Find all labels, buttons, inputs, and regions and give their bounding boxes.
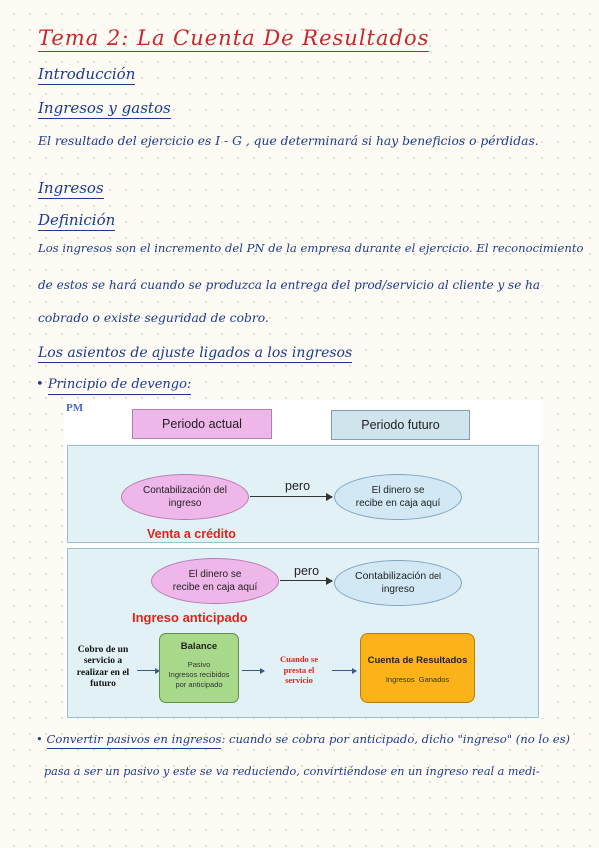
convertir-label: Convertir pasivos en ingresos bbox=[46, 732, 222, 749]
cuenta-resultados-title: Cuenta de Resultados bbox=[367, 655, 468, 666]
ellipse-text: Contabilización del bbox=[355, 570, 441, 584]
ellipse-text: ingreso bbox=[381, 584, 415, 596]
pero-label: pero bbox=[285, 479, 311, 493]
ingresos-ganados-text: Ingresos Ganados bbox=[385, 675, 450, 684]
convertir-line-2: pasa a ser un pasivo y este se va reduci… bbox=[44, 765, 540, 778]
heading-ingresos: Ingresos bbox=[38, 179, 104, 199]
flow-arrow bbox=[332, 667, 357, 675]
balance-lines: Pasivo Ingresos recibidos por anticipado bbox=[160, 660, 238, 689]
heading-asientos: Los asientos de ajuste ligados a los ing… bbox=[38, 345, 353, 363]
dinero-caja-ellipse: El dinero se recibe en caja aquí bbox=[151, 558, 279, 604]
page-title: Tema 2: La Cuenta De Resultados bbox=[38, 26, 430, 52]
paragraph-resultado: El resultado del ejercicio es I - G , qu… bbox=[38, 134, 539, 148]
cobro-line: realizar en el bbox=[76, 667, 130, 678]
periodo-actual-box: Periodo actual bbox=[132, 409, 272, 439]
balance-title: Balance bbox=[180, 641, 218, 652]
ellipse-text-small: del bbox=[428, 570, 441, 581]
definition-line-1: Los ingresos son el incremento del PN de… bbox=[38, 241, 584, 255]
heading-introduccion: Introducción bbox=[38, 65, 136, 85]
ellipse-text: recibe en caja aquí bbox=[355, 498, 441, 509]
convertir-text: : cuando se cobra por anticipado, dicho … bbox=[221, 732, 571, 746]
balance-line: Pasivo bbox=[187, 660, 211, 669]
heading-ingresos-gastos: Ingresos y gastos bbox=[38, 99, 171, 119]
devengo-diagram: PM Periodo actual Periodo futuro Contabi… bbox=[64, 400, 543, 718]
bullet-dot: • bbox=[36, 732, 47, 746]
ellipse-text: ingreso bbox=[168, 498, 202, 509]
pero-arrow bbox=[250, 491, 333, 502]
ellipse-text: Contabilización del bbox=[143, 485, 227, 496]
ellipse-text: El dinero se bbox=[188, 569, 242, 580]
cuando-line: servicio bbox=[285, 675, 313, 686]
cobro-servicio-text: Cobro de un servicio a realizar en el fu… bbox=[70, 645, 136, 691]
ellipse-text-main: Contabilización bbox=[354, 569, 427, 582]
cobro-line: futuro bbox=[90, 679, 116, 690]
bullet-convertir: • Convertir pasivos en ingresos: cuando … bbox=[36, 732, 571, 749]
pm-label: PM bbox=[66, 402, 84, 414]
cuando-presta-text: Cuando se presta el servicio bbox=[269, 654, 329, 686]
balance-line: por anticipado bbox=[175, 679, 223, 689]
cobro-line: Cobro de un bbox=[77, 645, 129, 655]
bullet-devengo-label: Principio de devengo: bbox=[47, 377, 192, 395]
pero-arrow bbox=[280, 575, 333, 586]
cuando-line: Cuando se bbox=[279, 654, 319, 664]
cuenta-resultados-box: Cuenta de Resultados Ingresos Ganados bbox=[360, 633, 475, 703]
balance-box: Balance Pasivo Ingresos recibidos por an… bbox=[159, 633, 239, 703]
contabilizacion-ingreso-ellipse: Contabilización del ingreso bbox=[121, 474, 249, 520]
bullet-dot: • bbox=[36, 377, 48, 392]
bullet-devengo: • Principio de devengo: bbox=[36, 377, 192, 395]
cobro-line: servicio a bbox=[83, 656, 123, 667]
ellipse-text: recibe en caja aquí bbox=[172, 582, 258, 593]
dinero-caja-ellipse: El dinero se recibe en caja aquí bbox=[334, 474, 462, 520]
venta-credito-label: Venta a crédito bbox=[147, 527, 236, 541]
definition-line-2: de estos se hará cuando se produzca la e… bbox=[38, 278, 541, 292]
balance-line: Ingresos recibidos bbox=[168, 669, 230, 679]
pero-label: pero bbox=[294, 564, 320, 578]
periodo-futuro-box: Periodo futuro bbox=[331, 410, 470, 440]
flow-arrow bbox=[137, 667, 160, 675]
contabilizacion-ingreso-ellipse: Contabilización del ingreso bbox=[334, 560, 462, 606]
ellipse-text: El dinero se bbox=[371, 485, 425, 496]
cuando-line: presta el bbox=[283, 664, 315, 675]
heading-definicion: Definición bbox=[38, 211, 116, 231]
definition-line-3: cobrado o existe seguridad de cobro. bbox=[38, 311, 269, 325]
ingreso-anticipado-label: Ingreso anticipado bbox=[132, 610, 248, 625]
flow-arrow bbox=[242, 667, 265, 675]
